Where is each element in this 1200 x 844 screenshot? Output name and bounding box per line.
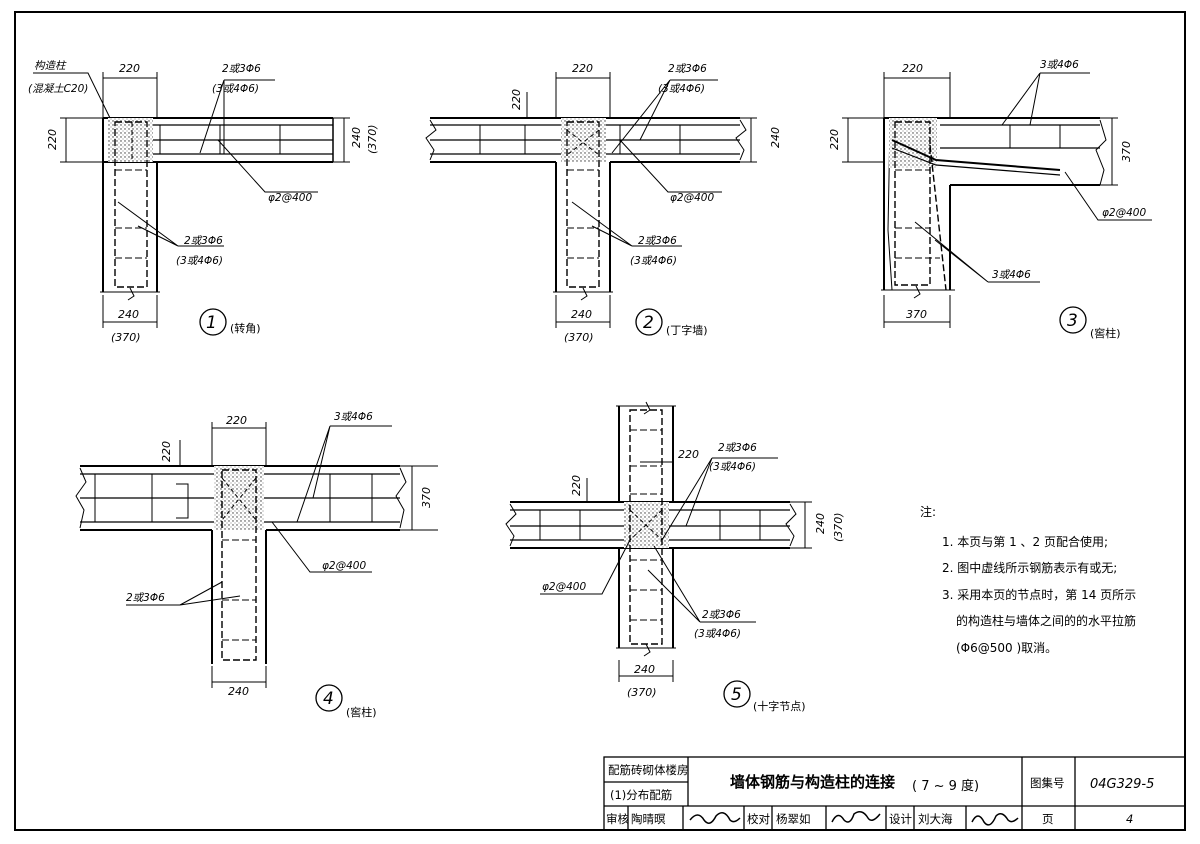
d1-dim-left: 220 (46, 129, 59, 150)
title-block (603, 756, 1186, 831)
tb-design-name: 刘大海 (918, 812, 953, 826)
d3-rebar-top: 3或4Φ6 (1040, 59, 1079, 71)
d2-dim-left: 220 (510, 89, 523, 110)
d2-rebar-top-a: 2或3Φ6 (668, 63, 707, 75)
d5-rebar-top-a: 2或3Φ6 (718, 442, 757, 454)
d5-dim-right-a: 240 (814, 513, 827, 534)
note-3a: 3. 采用本页的节点时，第 14 页所示 (942, 587, 1136, 602)
d3-dim-bottom: 370 (906, 308, 927, 321)
d1-dim-right-a: 240 (350, 127, 363, 148)
d1-rebar-side-b: (3或4Φ6) (176, 255, 223, 267)
note-1: 1. 本页与第 1 、2 页配合使用; (942, 534, 1108, 549)
d4-rebar-top: 3或4Φ6 (334, 411, 373, 423)
d1-rebar-top-b: (3或4Φ6) (212, 83, 259, 95)
tb-atlas-label: 图集号 (1030, 776, 1065, 790)
d3-dim-top: 220 (902, 62, 923, 75)
d1-label-gzz: 构造柱 (34, 60, 67, 72)
d5-rebar-top-b: (3或4Φ6) (709, 461, 756, 473)
tb-design-label: 设计 (889, 812, 912, 826)
d5-dim-top: 220 (678, 448, 699, 461)
d3-dim-right: 370 (1120, 141, 1133, 162)
d5-caption: (十字节点) (753, 699, 806, 713)
notes-heading: 注: (920, 504, 936, 519)
tb-series-a: 配筋砖砌体楼房 (608, 763, 689, 777)
d2-caption: (丁字墙) (666, 323, 708, 337)
note-3c: (Φ6@500 )取消。 (956, 641, 1057, 655)
tb-check-label: 校对 (747, 812, 770, 826)
d2-dim-top: 220 (572, 62, 593, 75)
d4-dim-top: 220 (226, 414, 247, 427)
d3-dim-left: 220 (828, 129, 841, 150)
d2-dim-bottom-a: 240 (571, 308, 592, 321)
sheet-border (14, 11, 1186, 831)
d2-tie: φ2@400 (670, 192, 714, 204)
tb-review-label: 审核 (606, 812, 629, 826)
d1-dim-right-b: (370) (366, 124, 379, 154)
detail-5 (505, 401, 812, 708)
note-3b: 的构造柱与墙体之间的的水平拉筋 (956, 613, 1136, 628)
d1-rebar-top-a: 2或3Φ6 (222, 63, 261, 75)
d4-dim-bottom: 240 (228, 685, 249, 698)
d2-rebar-top-b: (3或4Φ6) (658, 83, 705, 95)
d3-tie: φ2@400 (1102, 207, 1146, 219)
tb-review-name: 陶晴暝 (631, 812, 666, 826)
d5-dim-right-b: (370) (832, 512, 845, 542)
tb-atlas-no: 04G329-5 (1090, 777, 1154, 792)
d2-number: 2 (643, 313, 654, 333)
d1-label-concrete: (混凝土C20) (28, 83, 88, 95)
detail-4 (75, 422, 438, 712)
d2-rebar-side-a: 2或3Φ6 (638, 235, 677, 247)
d4-dim-left: 220 (160, 441, 173, 462)
tb-page-label: 页 (1042, 812, 1054, 826)
d5-dim-left: 220 (570, 475, 583, 496)
note-2: 2. 图中虚线所示钢筋表示有或无; (942, 560, 1117, 575)
d3-rebar-side: 3或4Φ6 (992, 269, 1031, 281)
d2-rebar-side-b: (3或4Φ6) (630, 255, 677, 267)
d5-dim-bottom-b: (370) (627, 686, 657, 699)
d4-dim-right: 370 (420, 487, 433, 508)
tb-page-no: 4 (1126, 812, 1133, 826)
tb-title-suffix: ( 7 ~ 9 度) (912, 778, 979, 794)
detail-3 (842, 72, 1152, 334)
d1-rebar-side-a: 2或3Φ6 (184, 235, 223, 247)
d5-number: 5 (731, 685, 742, 705)
detail-1 (33, 72, 350, 336)
d4-tie: φ2@400 (322, 560, 366, 572)
d2-dim-bottom-b: (370) (564, 331, 594, 344)
tb-title: 墙体钢筋与构造柱的连接 (730, 773, 895, 791)
d5-rebar-bot-b: (3或4Φ6) (694, 628, 741, 640)
d4-rebar-side: 2或3Φ6 (126, 592, 165, 604)
d1-dim-bottom-a: 240 (118, 308, 139, 321)
d1-tie: φ2@400 (268, 192, 312, 204)
d3-number: 3 (1067, 311, 1078, 331)
tb-check-name: 杨翠如 (776, 812, 811, 826)
d1-dim-bottom-b: (370) (111, 331, 141, 344)
d2-dim-right: 240 (769, 127, 782, 148)
d5-rebar-bot-a: 2或3Φ6 (702, 609, 741, 621)
d5-tie: φ2@400 (542, 581, 586, 593)
tb-series-b: (1)分布配筋 (610, 788, 672, 802)
d4-caption: (窖柱) (346, 705, 377, 719)
d3-caption: (窖柱) (1090, 326, 1121, 340)
d1-number: 1 (206, 313, 217, 333)
d5-dim-bottom-a: 240 (634, 663, 655, 676)
detail-2 (425, 72, 757, 336)
d1-caption: (转角) (230, 321, 261, 335)
d4-number: 4 (323, 689, 334, 709)
d1-dim-top: 220 (119, 62, 140, 75)
